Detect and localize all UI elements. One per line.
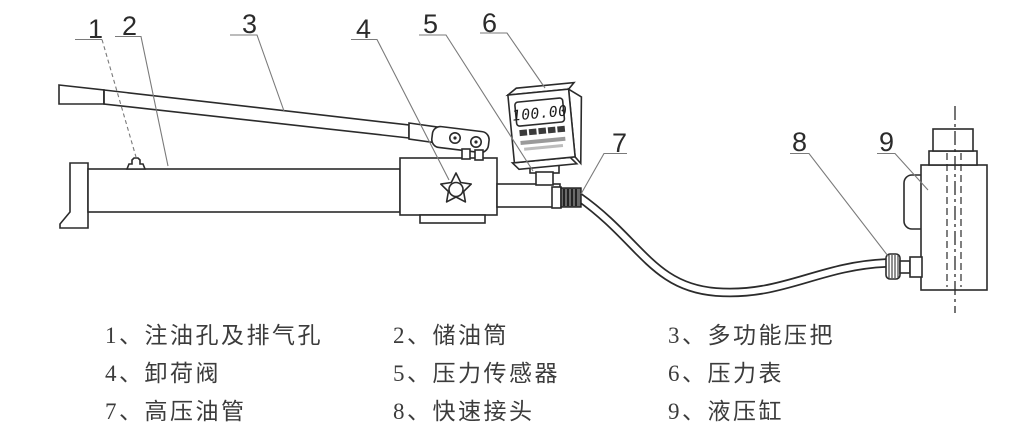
hose-nut [551,186,562,209]
pump-head-base-tab [419,214,486,224]
callout-6: 6 [482,8,497,38]
callout-3: 3 [242,9,257,39]
gauge-display-value: 100.00 [512,103,569,124]
leader-line-5 [419,34,534,172]
gauge-lcd [514,97,566,127]
callout-9: 9 [879,127,894,157]
pressure-gauge: 100.00 [505,81,583,171]
relief-valve-knob-center [448,181,464,198]
legend-item-6: 6、压力表 [668,361,784,386]
pump-handle-bar [103,89,410,139]
hydraulic-cylinder-body [920,164,988,291]
bracket-post-left [461,148,471,160]
leader-line-7 [580,152,627,195]
handle-grip [58,84,105,105]
oil-reservoir-tube [87,168,401,213]
gauge-fine-print-line1 [520,136,566,146]
leader-line-4 [351,38,450,181]
cylinder-top-step [928,150,978,166]
high-pressure-hose-outline [576,193,887,298]
callout-1: 1 [88,14,103,44]
leader-line-6 [480,32,546,89]
bracket-bolt-left-dot [453,136,457,140]
legend-item-7: 7、高压油管 [105,399,247,424]
legend-item-2: 2、储油筒 [393,323,509,348]
pump-end-cap [59,162,89,229]
legend-item-9: 9、液压缸 [668,399,784,424]
callout-7: 7 [612,128,627,158]
gauge-buttons [519,125,566,137]
callout-8: 8 [792,127,807,157]
legend-item-1: 1、注油孔及排气孔 [105,323,323,348]
cylinder-piston-head [932,128,974,152]
callout-5: 5 [423,9,438,39]
leader-lines [75,32,929,257]
bracket-post-right [474,149,484,161]
bracket-bolt-right-dot [474,140,478,144]
quick-coupler [885,253,923,280]
leader-line-1 [101,39,137,158]
legend-item-5: 5、压力传感器 [393,361,560,386]
high-pressure-hose-body [577,194,887,296]
hose-knurled-coupling [560,187,582,208]
legend-item-3: 3、多功能压把 [668,323,835,348]
gauge-fine-print-line2 [524,143,564,151]
legend-item-4: 4、卸荷阀 [105,361,221,386]
leader-line-2 [115,35,169,167]
leader-line-9 [877,152,929,191]
leader-line-3 [230,34,285,112]
legend-item-8: 8、快速接头 [393,399,535,424]
callout-2: 2 [122,11,137,41]
output-tube [496,183,561,208]
callout-4: 4 [356,14,371,44]
oil-fill-plug [125,157,147,170]
pressure-sensor-stem [535,171,554,186]
leader-line-8 [790,152,889,257]
